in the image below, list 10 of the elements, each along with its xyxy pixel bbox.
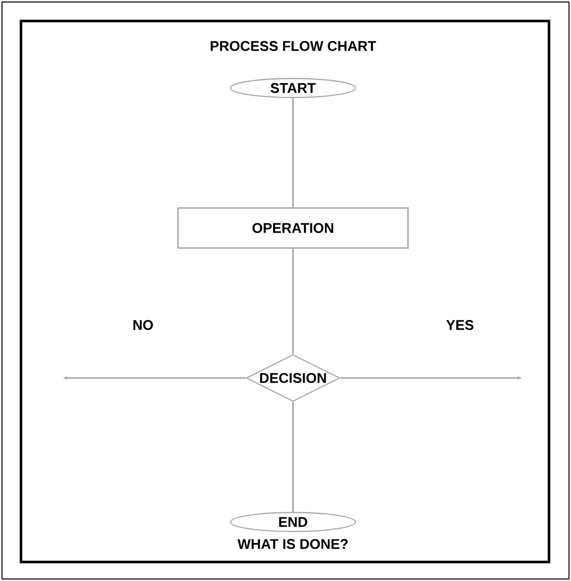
edge-label: NO xyxy=(132,319,154,331)
connector-line xyxy=(292,402,294,512)
terminal-oval: END xyxy=(230,512,356,532)
terminal-oval: START xyxy=(230,78,356,98)
edge-label: YES xyxy=(445,319,475,331)
title: PROCESS FLOW CHART xyxy=(210,41,376,51)
caption: WHAT IS DONE? xyxy=(238,539,348,549)
connector-line xyxy=(292,98,294,208)
process-box: OPERATION xyxy=(177,207,409,249)
connector-line xyxy=(292,248,294,354)
